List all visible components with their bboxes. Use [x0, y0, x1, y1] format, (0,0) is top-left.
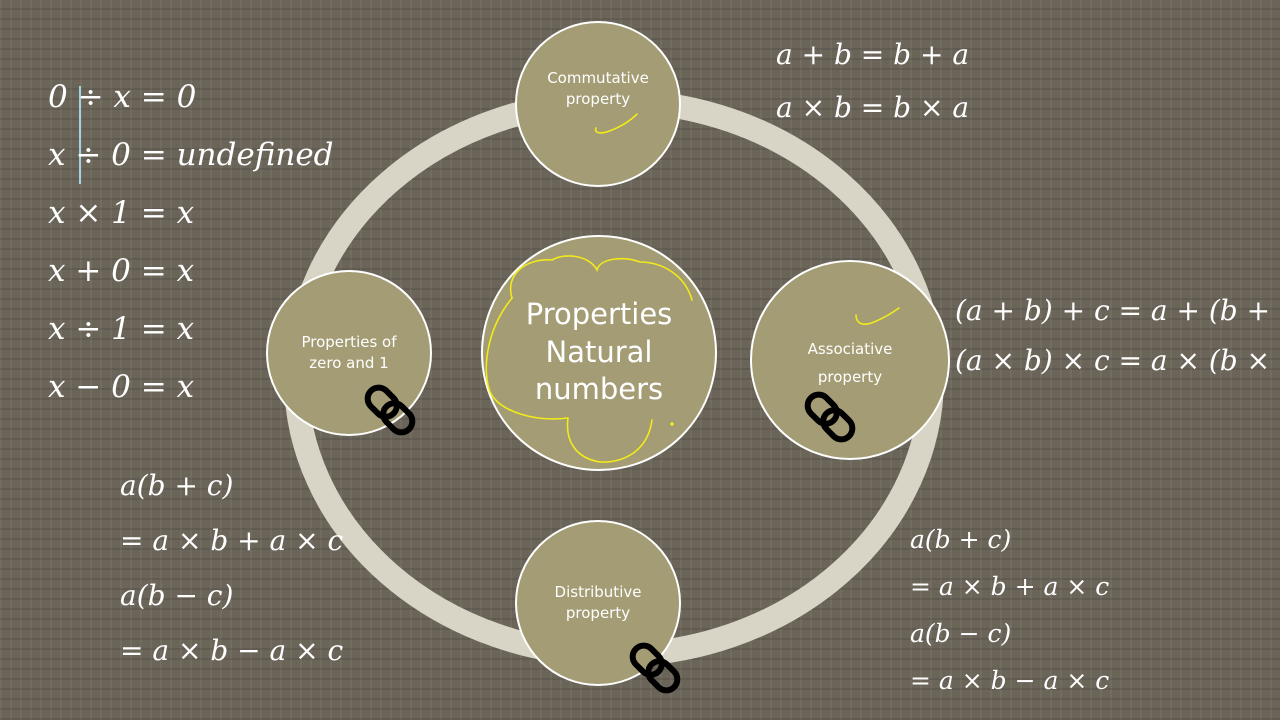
equation: = a × b − a × c	[120, 634, 344, 667]
equation: a + b = b + a	[776, 38, 970, 71]
associative-label-line: Associative	[807, 340, 893, 358]
chain-link-icon	[364, 384, 416, 436]
associative-label-line: property	[817, 367, 883, 386]
center-label: Properties Natural numbers	[480, 296, 718, 409]
equation: = a × b − a × c	[910, 666, 1110, 695]
highlight-bracket-left	[485, 297, 569, 420]
zero-one-label-line: Properties of	[301, 333, 397, 351]
zero-one-label: Properties of zero and 1	[279, 332, 419, 374]
center-label-line: Natural	[545, 334, 653, 369]
chain-link-icon	[629, 642, 681, 694]
equation: x + 0 = x	[48, 253, 195, 289]
commutative-node	[515, 21, 681, 187]
associative-label: Associative property	[780, 336, 920, 392]
highlighter-annotations	[485, 113, 900, 463]
center-node	[481, 235, 717, 471]
equation: a(b + c)	[120, 469, 234, 502]
distributive-label-line: Distributive	[554, 583, 642, 601]
equation: x − 0 = x	[48, 369, 195, 405]
center-label-line: Properties	[525, 297, 673, 331]
commutative-label-line: property	[565, 90, 631, 108]
highlight-cloud	[509, 255, 693, 301]
equation: a(b − c)	[910, 619, 1012, 648]
chain-link-icon	[804, 391, 856, 443]
equation: 0 ÷ x = 0	[48, 79, 197, 115]
equation: (a + b) + c = a + (b + c)	[955, 294, 1280, 327]
equation: = a × b + a × c	[120, 524, 344, 557]
highlight-check-associative	[855, 307, 900, 325]
center-label-line: numbers	[534, 372, 664, 407]
zero-one-label-line: zero and 1	[309, 354, 389, 372]
equation: = a × b + a × c	[910, 572, 1110, 601]
equation: x ÷ 0 = undefined	[48, 137, 334, 173]
highlight-check-commutative	[594, 113, 638, 134]
distributive-label: Distributive property	[528, 582, 668, 624]
distributive-label-line: property	[565, 604, 631, 622]
commutative-label-line: Commutative	[547, 69, 649, 87]
equation: x × 1 = x	[48, 195, 195, 231]
commutative-label: Commutative property	[528, 68, 668, 110]
highlight-bracket-bottom	[566, 417, 653, 463]
equation: (a × b) × c = a × (b × c)	[955, 344, 1280, 377]
equation: a(b − c)	[120, 579, 234, 612]
equation: a(b + c)	[910, 525, 1012, 554]
highlight-dot	[670, 422, 674, 426]
equation: x ÷ 1 = x	[48, 311, 195, 347]
equation: a × b = b × a	[776, 91, 970, 124]
associative-node	[750, 260, 950, 460]
